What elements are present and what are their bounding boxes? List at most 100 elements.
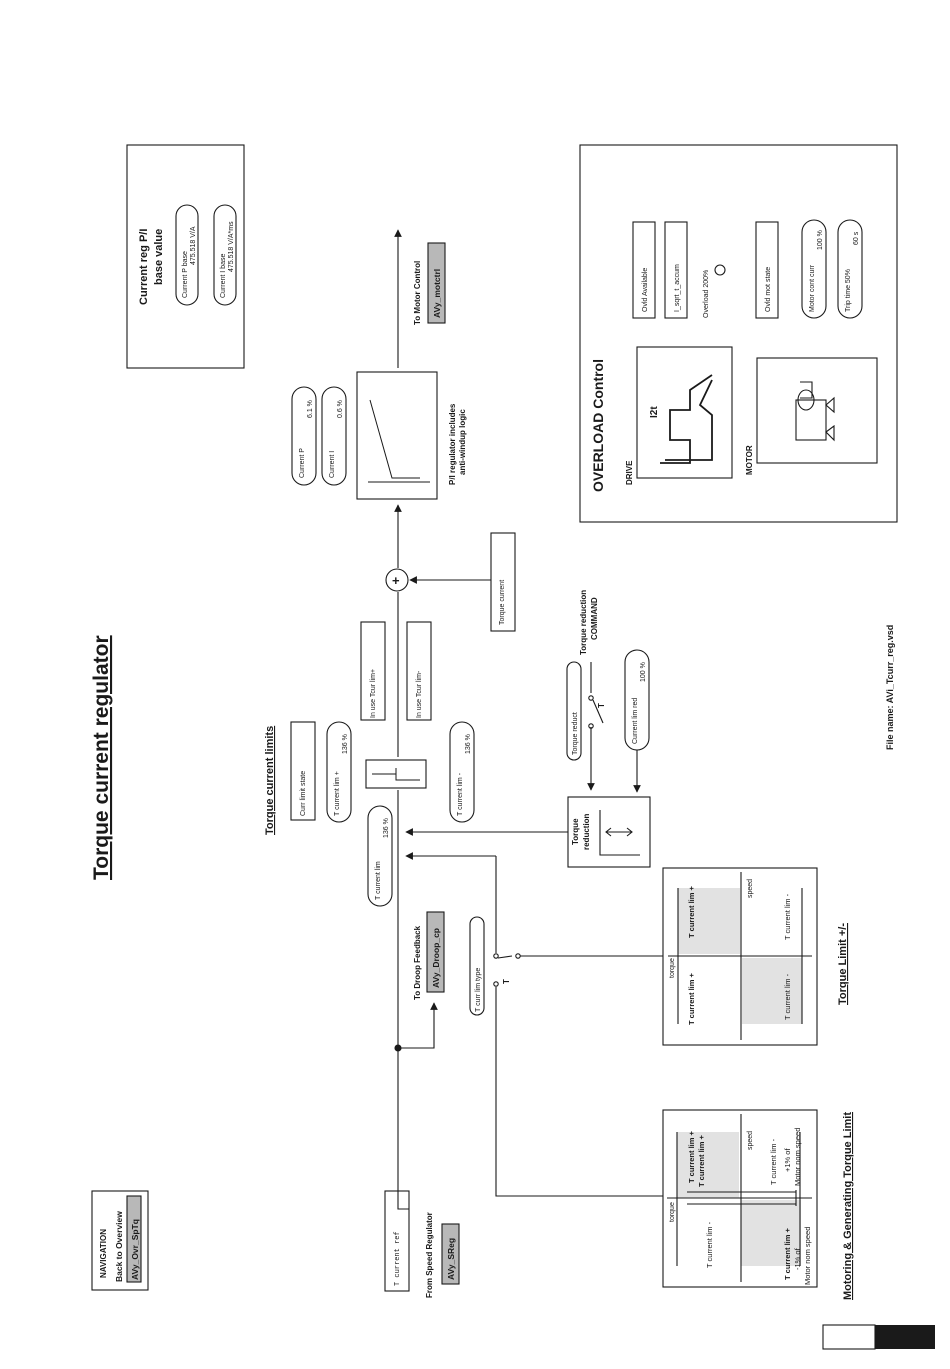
pi-regulator-block [356, 371, 438, 500]
current-i-label: Current I [329, 451, 336, 478]
t-curr-lim-type-field [469, 916, 485, 1016]
pi-base-box: Current reg P/I base value Current P bas… [126, 144, 245, 369]
pm-lim-plus-left: T current lim + [687, 972, 696, 1025]
motor-control-link-label: AVy_motctrl [432, 269, 442, 318]
t-current-ref-label: T current ref [394, 1231, 402, 1286]
t-current-lim-plus-value: 136 % [342, 734, 349, 754]
to-droop-feedback-label: To Droop Feedback [413, 925, 422, 1000]
lim-type-switch: T [493, 856, 663, 1197]
torque-current-label: Torque current [499, 580, 506, 625]
t-current-lim-plus-field [326, 721, 352, 823]
current-p-base-value: 475.518 V/A [190, 226, 197, 265]
current-p-field [291, 386, 317, 486]
motor-panel [756, 357, 878, 464]
t-current-lim-value: 136 % [383, 818, 390, 838]
corner-tab-outline [822, 1324, 876, 1350]
pm-lim-minus-right: T current lim - [783, 893, 792, 940]
ovld-mot-state-box [755, 221, 779, 319]
from-speed-regulator-label: From Speed Regulator [425, 1212, 434, 1298]
in-use-tcur-lim-minus-box [406, 621, 432, 721]
in-use-tcur-lim-minus-label: In use Tcur lim- [416, 670, 423, 718]
overload-box: OVERLOAD Control DRIVE MOTOR I2t Ovld Av… [579, 144, 898, 523]
t-current-lim-field [367, 805, 393, 907]
torque-limit-pm-chart: torque speed T current lim + T current l… [662, 867, 818, 1046]
drive-i2t-panel [636, 346, 733, 479]
i-sqrt-accum-label: I_sqrt_t_accum [674, 264, 681, 312]
pi-note-1: P/I regulator includes [448, 403, 457, 485]
reduction-command-1: Torque reduction [579, 590, 588, 655]
pi-base-heading-2: base value [153, 229, 165, 285]
current-i-field [321, 386, 347, 486]
mg-lim-plus-bottom: T current lim + [783, 1227, 792, 1280]
trip-time-label: Trip time 50% [845, 269, 852, 312]
current-i-base-field [213, 204, 237, 306]
speed-reg-link-button[interactable]: AVy_SReg [441, 1223, 460, 1285]
overload-heading: OVERLOAD Control [590, 359, 606, 492]
curr-limit-state-box [290, 721, 316, 821]
pm-caption: Torque Limit +/- [837, 923, 849, 1005]
motor-cont-curr-field [801, 219, 827, 319]
mg-pct-plus-2: Motor nom speed [793, 1128, 802, 1186]
speed-reg-link-label: AVy_SReg [446, 1238, 456, 1280]
mg-lim-minus-left: T current lim - [705, 1221, 714, 1268]
torque-reduction-block: Torque reduction [567, 796, 651, 868]
current-i-base-label: Current I base [220, 254, 227, 298]
current-i-value: 0.6 % [337, 400, 344, 418]
pm-lim-plus-right: T current lim + [687, 885, 696, 938]
t-current-lim-label: T current lim [375, 861, 382, 900]
motor-label: MOTOR [745, 445, 754, 475]
torque-current-box [490, 532, 516, 632]
ovld-available-box [632, 221, 656, 319]
navigation-heading: NAVIGATION [99, 1229, 108, 1278]
navigation-box: NAVIGATION Back to Overview AVy_Ovr_SpTq [91, 1190, 149, 1291]
current-lim-red-value: 100 % [640, 662, 647, 682]
trip-time-value: 60 s [853, 231, 860, 245]
torque-reduct-label: Torque reduct [572, 712, 579, 755]
mg-lim-minus-right: T current lim - [769, 1138, 778, 1185]
droop-link-button[interactable]: AVy_Droop_cp [426, 911, 445, 993]
droop-link-label: AVy_Droop_cp [431, 928, 441, 988]
main-signal-path [394, 229, 438, 1210]
sum-symbol: + [392, 573, 400, 588]
t-curr-lim-type-label: T curr lim type [475, 968, 482, 1012]
reduction-command-2: COMMAND [590, 597, 599, 640]
mg-band-lines [687, 1190, 797, 1206]
pi-base-heading-1: Current reg P/I [138, 229, 150, 305]
droop-feedback-line [398, 1002, 438, 1049]
mg-caption: Motoring & Generating Torque Limit [842, 1112, 854, 1300]
pi-note-2: anti-windup logic [458, 409, 467, 475]
i-sqrt-accum-box [664, 221, 688, 319]
mg-pct-plus-1: +1% of [783, 1148, 792, 1172]
reduction-block-2: reduction [582, 813, 591, 850]
t-current-lim-minus-value: 136 % [465, 734, 472, 754]
ovld-mot-state-label: Ovld mot state [765, 267, 772, 312]
current-p-base-label: Current P base [182, 251, 189, 298]
pm-shade-upper [678, 888, 740, 954]
overload-200-indicator [714, 264, 726, 276]
back-to-overview-label: Back to Overview [114, 1211, 124, 1282]
i2t-curve [660, 374, 713, 464]
current-p-value: 6.1 % [307, 400, 314, 418]
t-current-ref-box [384, 1190, 410, 1292]
overview-link-button[interactable]: AVy_Ovr_SpTq [126, 1195, 142, 1283]
limits-heading: Torque current limits [264, 726, 276, 835]
pm-torque-label: torque [669, 958, 676, 978]
mg-pct-minus-1: -1% of [793, 1247, 802, 1270]
reduction-block-1: Torque [571, 818, 580, 845]
mg-shade-upper [677, 1132, 739, 1198]
in-use-tcur-lim-plus-label: In use Tcur lim+ [370, 669, 377, 718]
motor-icon [795, 381, 835, 442]
overload-200-label: Overload 200% [703, 270, 710, 318]
pm-shade-lower [742, 958, 802, 1024]
limiter-block [365, 759, 427, 789]
t-current-lim-minus-label: T current lim - [457, 772, 464, 816]
i2t-label: I2t [649, 406, 660, 418]
page-title: Torque current regulator [90, 635, 113, 880]
t-current-lim-plus-label: T current lim + [334, 771, 341, 816]
file-name: File name: AVi_Tcurr_reg.vsd [885, 625, 895, 750]
motor-cont-curr-value: 100 % [817, 230, 824, 250]
mg-speed-label: speed [747, 1131, 754, 1150]
motor-control-link-button[interactable]: AVy_motctrl [427, 242, 446, 324]
motor-cont-curr-label: Motor cont curr [809, 264, 816, 312]
